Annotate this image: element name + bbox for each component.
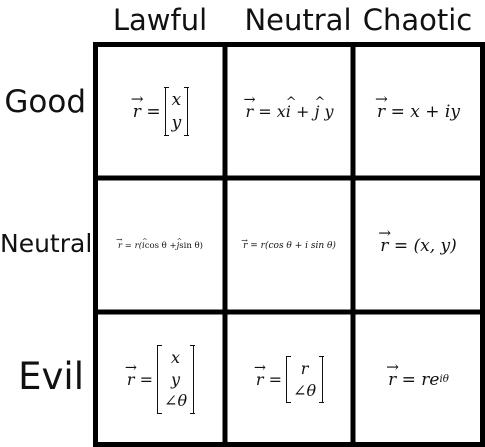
row-header-good: Good — [4, 84, 86, 120]
row-header-neutral: Neutral — [0, 229, 93, 258]
polar-matrix: r ∠θ — [285, 355, 324, 404]
cell-good-lawful: r = x y — [98, 47, 223, 176]
cell-neutral-neutral: r = r(cos θ + i sin θ) — [228, 181, 351, 310]
cell-evil-lawful: r = x y ∠θ — [98, 315, 223, 444]
column-header-lawful: Lawful — [112, 3, 208, 37]
column-vector-matrix: x y — [164, 86, 189, 137]
cell-neutral-chaotic: r = (x, y) — [356, 181, 481, 310]
cell-good-chaotic: r = x + iy — [356, 47, 481, 176]
cell-good-neutral: r = xi + j y — [228, 47, 351, 176]
row-header-evil: Evil — [18, 355, 84, 398]
cell-neutral-lawful: r = r(icos θ + j sin θ) — [98, 181, 223, 310]
polar-vector-matrix: x y ∠θ — [156, 345, 195, 414]
column-header-neutral: Neutral — [244, 3, 352, 37]
cell-evil-neutral: r = r ∠θ — [228, 315, 351, 444]
column-header-chaotic: Chaotic — [362, 3, 473, 37]
